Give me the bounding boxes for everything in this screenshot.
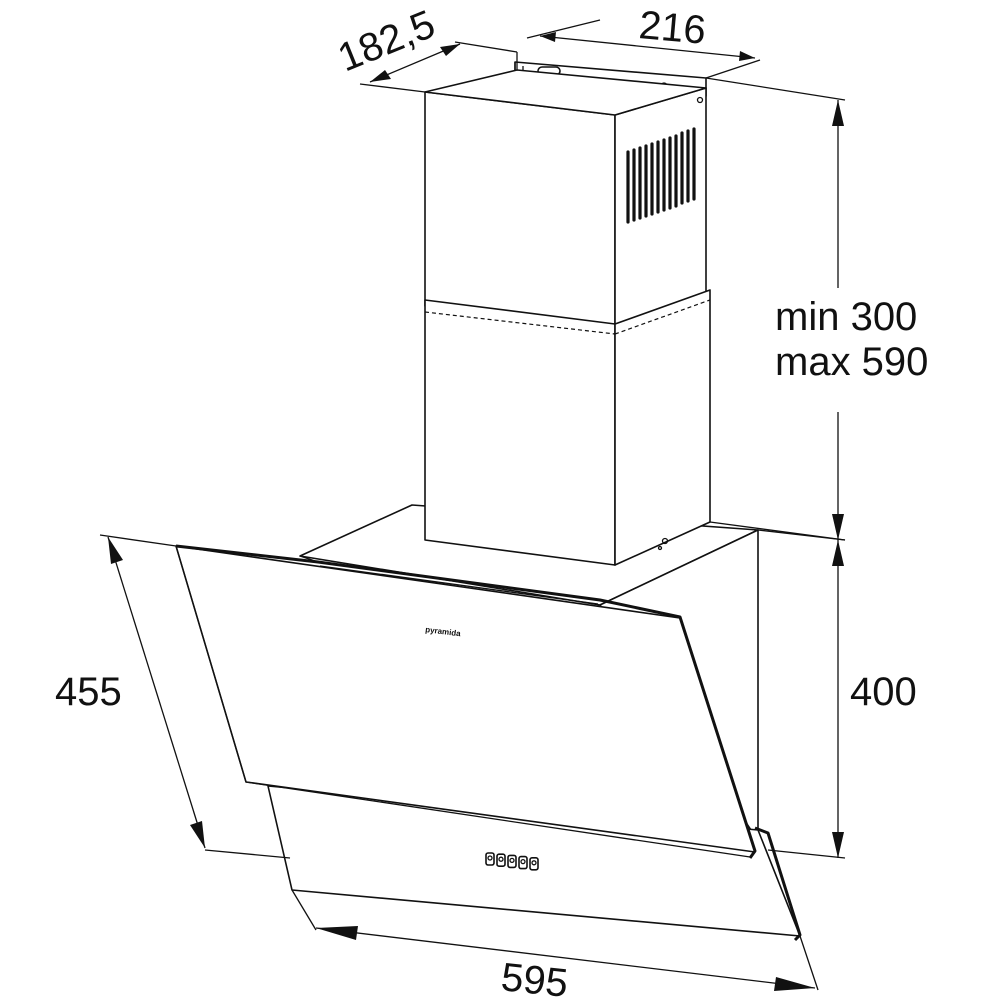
control-button-knob (487, 855, 493, 861)
control-button (507, 854, 517, 869)
dimension-height-max-label: max 590 (775, 340, 928, 384)
dimension-hood-height-label: 400 (850, 670, 917, 714)
control-buttons (485, 852, 539, 871)
vent-slots (626, 127, 696, 224)
lower-chimney (424, 289, 711, 566)
glass-panel (175, 544, 757, 859)
brand-logo: pyramida (425, 625, 462, 638)
dimension-height-min-label: min 300 (775, 295, 917, 339)
upper-chimney (424, 69, 707, 331)
dimension-panel-height-label: 455 (55, 670, 122, 714)
control-button-knob (498, 856, 504, 862)
dimension-width-top: 216 (516, 3, 761, 79)
control-button (529, 856, 539, 871)
control-button-knob (509, 857, 515, 864)
control-button-knob (520, 858, 526, 865)
control-button (496, 853, 506, 868)
control-button-knob (531, 860, 537, 866)
dimension-chimney-height: min 300 max 590 (705, 77, 928, 541)
dimension-width-bottom: 595 (291, 889, 819, 1000)
dimension-width-top-label: 216 (637, 3, 707, 53)
dimension-width-bottom-label: 595 (499, 955, 570, 1000)
dimension-panel-height: 455 (55, 534, 291, 859)
dimension-depth-label: 182,5 (332, 2, 441, 80)
control-button (485, 852, 495, 866)
dimension-hood-height: 400 (757, 529, 917, 859)
control-button (518, 855, 528, 870)
